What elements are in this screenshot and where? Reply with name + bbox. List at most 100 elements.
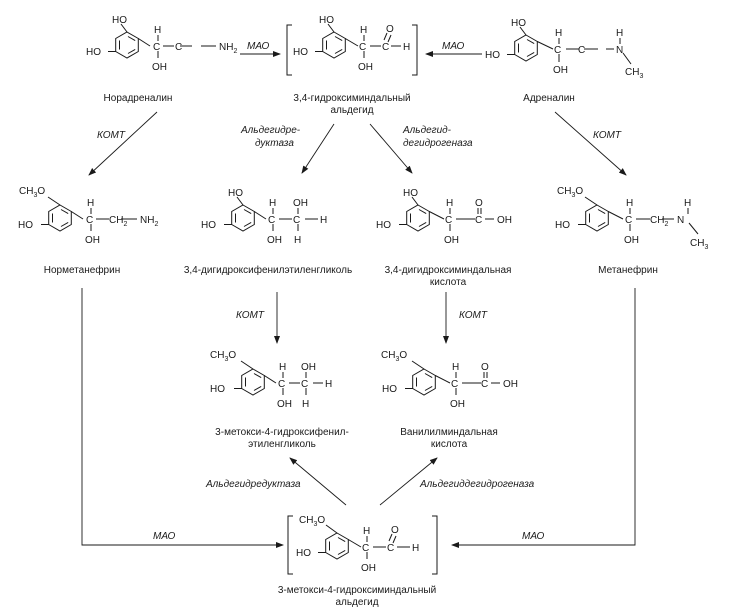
svg-text:HO: HO [376,220,391,231]
mhma-aldehyde-structure: CH3O HO H C OH C O H [287,515,438,575]
svg-text:HO: HO [403,188,418,199]
svg-text:OH: OH [152,62,167,73]
svg-text:C: C [278,379,285,390]
svg-text:OH: OH [444,235,459,246]
svg-text:OH: OH [497,215,512,226]
svg-text:H: H [302,399,309,410]
svg-text:HO: HO [293,47,308,58]
svg-text:CH3O: CH3O [299,515,325,528]
dehydrogenase-arrow-bottom [379,457,438,506]
svg-text:O: O [386,24,394,35]
adrenaline-structure: HO HO H C OH C H N CH3 [485,18,643,80]
svg-text:CH3O: CH3O [210,350,236,363]
svg-text:N: N [616,45,623,56]
svg-text:HO: HO [319,15,334,26]
svg-text:C: C [481,379,488,390]
svg-text:C: C [362,543,369,554]
svg-text:CH3: CH3 [690,238,708,251]
svg-text:OH: OH [553,65,568,76]
svg-text:HO: HO [228,188,243,199]
mhma-aldehyde-label-1: 3-метокси-4-гидроксиминдальный [278,585,436,596]
comt-label-dhma: КОМТ [459,310,488,321]
metanephrine-structure: CH3O HO H C OH CH2 H N CH3 [555,186,708,251]
svg-text:HO: HO [511,18,526,29]
svg-text:HO: HO [86,47,101,58]
svg-text:O: O [391,525,399,536]
comt-label-dhpg: КОМТ [236,310,265,321]
vma-structure: CH3O HO H C OH O C OH [381,350,518,410]
mhpg-label-2: этиленгликоль [248,439,316,450]
svg-text:H: H [412,543,419,554]
svg-text:C: C [475,215,482,226]
adrenaline-label: Адреналин [523,93,575,104]
comt-label-left: КОМТ [97,130,126,141]
dhma-aldehyde-structure: HO HO H C OH C O H [286,15,418,76]
svg-text:C: C [578,45,585,56]
svg-text:C: C [387,543,394,554]
mao-arrow-bottom-left [81,288,284,548]
dhma-aldehyde-label-1: 3,4-гидроксиминдальный [293,93,410,104]
svg-text:H: H [154,25,161,36]
svg-text:HO: HO [382,384,397,395]
svg-text:OH: OH [85,235,100,246]
svg-text:H: H [403,42,410,53]
svg-text:HO: HO [296,548,311,559]
svg-text:HO: HO [485,50,500,61]
svg-text:H: H [684,198,691,209]
dhma-acid-label-1: 3,4-дигидроксиминдальная [385,265,512,276]
svg-text:H: H [320,215,327,226]
svg-text:HO: HO [112,15,127,26]
svg-text:C: C [445,215,452,226]
svg-text:OH: OH [301,362,316,373]
svg-text:H: H [360,25,367,36]
svg-text:H: H [363,526,370,537]
dehydrogenase-label-bottom: Альдегиддегидрогеназа [419,479,535,490]
svg-text:C: C [625,215,632,226]
svg-text:H: H [626,198,633,209]
svg-text:CH2: CH2 [650,215,668,228]
svg-text:HO: HO [210,384,225,395]
svg-text:C: C [268,215,275,226]
svg-text:CH2: CH2 [109,215,127,228]
svg-text:H: H [294,235,301,246]
svg-text:C: C [301,379,308,390]
reductase-arrow-top [301,123,335,174]
svg-text:NH2: NH2 [140,215,158,228]
reductase-label-top-1: Альдегидре- [240,125,301,136]
svg-text:OH: OH [267,235,282,246]
metanephrine-label: Метанефрин [598,264,658,276]
mhpg-label-1: 3-метокси-4-гидроксифенил- [215,426,349,438]
svg-text:H: H [446,198,453,209]
dhpg-label: 3,4-дигидроксифенилэтиленгликоль [184,264,352,276]
svg-text:CH3O: CH3O [19,186,45,199]
svg-text:OH: OH [624,235,639,246]
svg-text:HO: HO [555,220,570,231]
svg-text:N: N [677,215,684,226]
mhma-aldehyde-label-2: альдегид [335,597,378,608]
dehydrogenase-arrow-top [369,123,413,174]
svg-text:H: H [452,362,459,373]
svg-text:H: H [616,28,623,39]
svg-text:OH: OH [361,563,376,574]
vma-label-2: кислота [431,439,468,450]
dehydrogenase-label-top-1: Альдегид- [402,125,452,136]
reductase-label-top-2: дуктаза [255,138,294,149]
dehydrogenase-label-top-2: дегидрогеназа [403,138,473,149]
svg-text:C: C [554,45,561,56]
svg-text:O: O [481,362,489,373]
svg-text:H: H [279,362,286,373]
svg-text:O: O [475,198,483,209]
svg-text:NH2: NH2 [219,42,237,55]
svg-text:OH: OH [293,198,308,209]
svg-text:C: C [86,215,93,226]
dhma-acid-label-2: кислота [430,277,467,288]
svg-text:C: C [382,42,389,53]
svg-text:HO: HO [18,220,33,231]
svg-text:H: H [555,28,562,39]
normetanephrine-label: Норметанефрин [44,264,120,276]
mhpg-structure: CH3O HO H C OH OH C H H [210,350,332,410]
reductase-label-bottom: Альдегидредуктаза [205,479,301,490]
svg-text:C: C [153,42,160,53]
svg-text:OH: OH [277,399,292,410]
